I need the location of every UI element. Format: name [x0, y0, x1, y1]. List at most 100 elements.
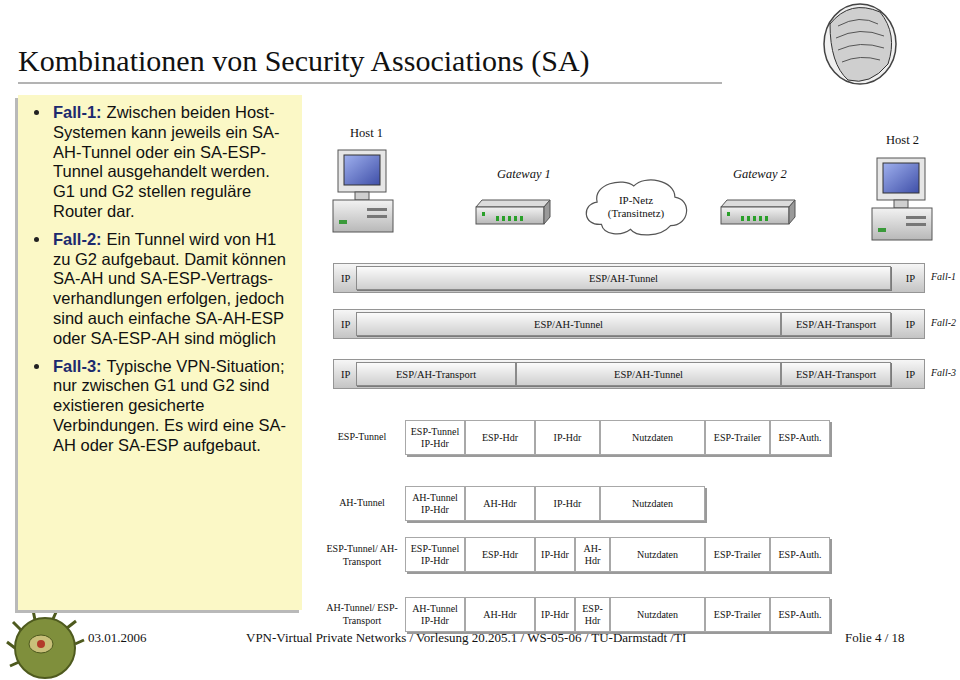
field-label: Nutzdaten: [637, 609, 678, 621]
case-label: Fall-3: [931, 367, 956, 378]
packet-field: Nutzdaten: [610, 597, 705, 632]
footer-course: VPN-Virtual Private Networks / Vorlesung…: [246, 630, 686, 646]
sa-row-band: IP IP ESP/AH-Tunnel ESP/AH-Transport: [333, 309, 925, 339]
host-label: Host 1: [350, 126, 383, 141]
sa-segment: ESP/AH-Tunnel: [516, 362, 781, 386]
packet-field: Nutzdaten: [600, 486, 705, 521]
sa-mode-label: ESP/AH-Tunnel: [534, 319, 603, 330]
case-heading: Fall-1:: [53, 103, 102, 121]
bullet-item: Fall-3:Typische VPN-Situation; nur zwisc…: [30, 357, 292, 456]
packet-row-label: AH-Tunnel/ ESP-Transport: [322, 602, 402, 627]
packet-field: ESP-Trailer: [705, 537, 770, 572]
bullet-text: Fall-2:Ein Tunnel wird von H1 zu G2 aufg…: [53, 230, 292, 349]
field-label: Nutzdaten: [632, 498, 673, 510]
packet-field: ESP-Trailer: [705, 597, 770, 632]
packet-field: AH-Hdr: [465, 597, 535, 632]
sa-row-band: IP IP ESP/AH-Tunnel: [333, 263, 925, 293]
sa-row-band: IP IP ESP/AH-Transport ESP/AH-Tunnel ESP/AH-…: [333, 359, 925, 389]
field-label: AH-Tunnel IP-Hdr: [408, 603, 462, 626]
ip-header-label: IP: [906, 319, 915, 330]
footer-date: 03.01.2006: [88, 630, 147, 646]
ip-header-label: IP: [906, 369, 915, 380]
field-label: ESP-Hdr: [578, 603, 607, 626]
sa-mode-label: ESP/AH-Tunnel: [589, 273, 658, 284]
packet-field: ESP-Hdr: [465, 420, 535, 455]
packet-field: ESP-Hdr: [575, 597, 610, 632]
sa-segment: ESP/AH-Tunnel: [356, 266, 891, 290]
field-label: ESP-Auth.: [778, 549, 821, 561]
field-label: IP-Hdr: [554, 432, 582, 444]
packet-field: ESP-Trailer: [705, 420, 770, 455]
host-computer: [333, 150, 393, 232]
packet-field: IP-Hdr: [535, 420, 600, 455]
packet-field: AH-Hdr: [575, 537, 610, 572]
packet-field: ESP-Auth.: [770, 420, 830, 455]
field-label: ESP-Hdr: [482, 549, 518, 561]
field-label: AH-Tunnel IP-Hdr: [408, 492, 462, 515]
sa-mode-label: ESP/AH-Tunnel: [614, 369, 683, 380]
host-computer: [872, 158, 932, 240]
field-label: AH-Hdr: [483, 498, 516, 510]
field-label: ESP-Trailer: [714, 432, 761, 444]
ip-header-label: IP: [341, 319, 350, 330]
cloud-label: IP-Netz (Transitnetz): [601, 194, 671, 220]
packet-field: ESP-Tunnel IP-Hdr: [405, 420, 465, 455]
packet-field: ESP-Auth.: [770, 597, 830, 632]
case-heading: Fall-3:: [53, 357, 102, 375]
field-label: ESP-Hdr: [482, 432, 518, 444]
bullet-dot: [34, 110, 39, 115]
ip-header-label: IP: [906, 273, 915, 284]
gateway-label: Gateway 1: [497, 167, 551, 182]
field-label: AH-Hdr: [578, 543, 607, 566]
field-label: ESP-Trailer: [714, 609, 761, 621]
university-logo: [824, 4, 896, 84]
ip-header-label: IP: [341, 369, 350, 380]
ip-header-label: IP: [341, 273, 350, 284]
field-label: AH-Hdr: [483, 609, 516, 621]
bullet-dot: [34, 237, 39, 242]
field-label: IP-Hdr: [541, 609, 569, 621]
router: [476, 200, 550, 224]
field-label: ESP-Tunnel IP-Hdr: [408, 543, 462, 566]
packet-field: AH-Tunnel IP-Hdr: [405, 486, 465, 521]
packet-field: Nutzdaten: [610, 537, 705, 572]
footer-page: Folie 4 / 18: [845, 630, 905, 646]
field-label: IP-Hdr: [541, 549, 569, 561]
packet-field: ESP-Hdr: [465, 537, 535, 572]
field-label: Nutzdaten: [632, 432, 673, 444]
slide-title: Kombinationen von Security Associations …: [18, 44, 590, 78]
sa-segment: ESP/AH-Transport: [781, 312, 891, 336]
sa-segment: ESP/AH-Transport: [356, 362, 516, 386]
bullet-dot: [34, 364, 39, 369]
sa-mode-label: ESP/AH-Transport: [796, 369, 876, 380]
sa-mode-label: ESP/AH-Transport: [796, 319, 876, 330]
packet-field: IP-Hdr: [535, 597, 575, 632]
bullet-text: Fall-1:Zwischen beiden Host-Systemen kan…: [53, 103, 292, 222]
field-label: Nutzdaten: [637, 549, 678, 561]
faculty-logo: [7, 610, 84, 678]
packet-field: ESP-Auth.: [770, 537, 830, 572]
packet-field: IP-Hdr: [535, 537, 575, 572]
packet-field: ESP-Tunnel IP-Hdr: [405, 537, 465, 572]
packet-row-label: ESP-Tunnel: [319, 431, 405, 444]
packet-row-label: AH-Tunnel: [319, 497, 405, 510]
bullet-panel: Fall-1:Zwischen beiden Host-Systemen kan…: [18, 95, 302, 610]
packet-row-label: ESP-Tunnel/ AH-Transport: [322, 543, 402, 568]
field-label: IP-Hdr: [554, 498, 582, 510]
bullet-item: Fall-2:Ein Tunnel wird von H1 zu G2 aufg…: [30, 230, 292, 349]
sa-mode-label: ESP/AH-Transport: [396, 369, 476, 380]
bullet-text: Fall-3:Typische VPN-Situation; nur zwisc…: [53, 357, 292, 456]
router: [721, 200, 795, 224]
packet-field: Nutzdaten: [600, 420, 705, 455]
packet-field: IP-Hdr: [535, 486, 600, 521]
case-label: Fall-2: [931, 317, 956, 328]
sa-segment: ESP/AH-Tunnel: [356, 312, 781, 336]
case-label: Fall-1: [931, 271, 956, 282]
packet-field: AH-Tunnel IP-Hdr: [405, 597, 465, 632]
field-label: ESP-Trailer: [714, 549, 761, 561]
gateway-label: Gateway 2: [733, 167, 787, 182]
title-rule: [18, 82, 722, 84]
bullet-item: Fall-1:Zwischen beiden Host-Systemen kan…: [30, 103, 292, 222]
host-label: Host 2: [886, 133, 919, 148]
